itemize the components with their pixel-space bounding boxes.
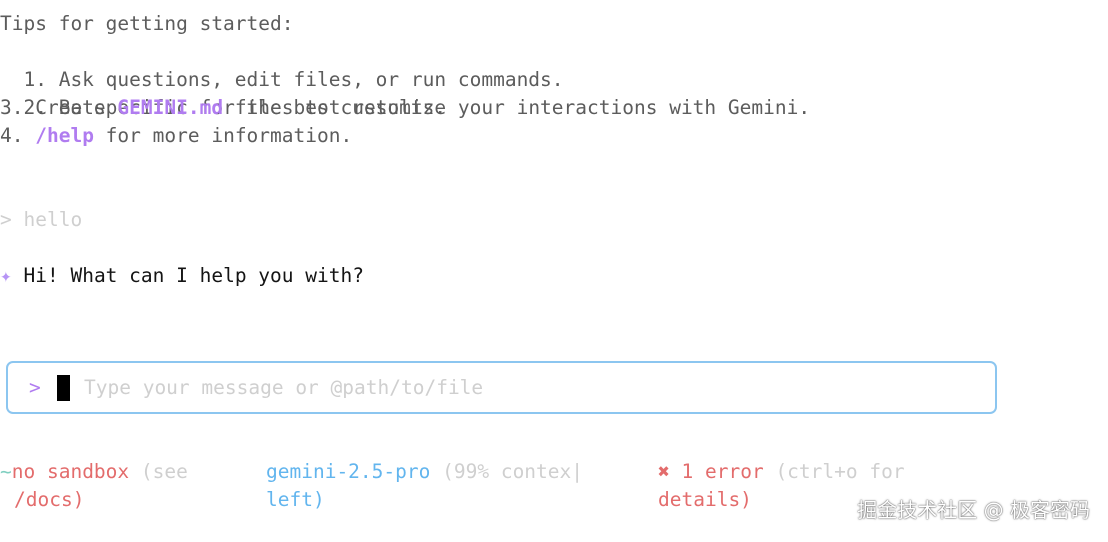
error-x-icon: ✖: [658, 460, 670, 483]
model-name: gemini-2.5-pro: [266, 460, 431, 483]
user-prompt-symbol: >: [0, 208, 12, 231]
sandbox-docs-hint: /docs): [14, 488, 85, 511]
context-remaining: (99% contex: [442, 460, 572, 483]
error-count: 1 error: [681, 460, 764, 483]
gemini-md-highlight: GEMINI.md: [117, 96, 224, 119]
tip-text: 4.: [0, 124, 36, 147]
user-message-text: hello: [23, 208, 83, 231]
home-tilde: ~: [0, 460, 12, 483]
tip-text: files to customize your interactions wit…: [223, 96, 811, 119]
input-prompt-symbol: >: [29, 376, 41, 399]
sandbox-hint: (see: [140, 460, 188, 483]
message-input-box[interactable]: >: [6, 361, 997, 414]
assistant-message-text: Hi! What can I help you with?: [23, 264, 364, 287]
error-status[interactable]: ✖ 1 error (ctrl+o for: [658, 458, 905, 486]
tips-heading: Tips for getting started:: [0, 12, 294, 35]
help-command-highlight: /help: [35, 124, 94, 147]
error-details-hint: details): [658, 488, 752, 511]
sandbox-status: ~no sandbox (see: [0, 458, 188, 486]
assistant-message-line: ✦ Hi! What can I help you with?: [0, 262, 364, 290]
tip-text: 2. Be specific for the best results.: [23, 96, 447, 119]
text-cursor: [57, 375, 70, 401]
model-status: gemini-2.5-pro (99% contex|: [266, 458, 583, 486]
sparkle-icon: ✦: [0, 264, 12, 287]
user-message-line: > hello: [0, 206, 82, 234]
divider: |: [571, 460, 584, 483]
tip-item-1: 1. Ask questions, edit files, or run com…: [0, 38, 563, 91]
watermark: 掘金技术社区 @ 极客密码: [857, 498, 1090, 522]
context-left-label: left): [266, 488, 325, 511]
sandbox-label: no sandbox: [11, 460, 130, 483]
error-hint: (ctrl+o for: [775, 460, 905, 483]
tip-item-4: 4. /help for more information.: [0, 122, 352, 150]
tip-text: 3. Create: [0, 96, 118, 119]
tip-text: for more information.: [93, 124, 353, 147]
message-input[interactable]: [84, 374, 964, 402]
tip-item-2: 2. Be specific for the best results.: [0, 66, 446, 119]
tip-text: 1. Ask questions, edit files, or run com…: [23, 68, 564, 91]
tip-item-3: 3. Create GEMINI.md files to customize y…: [0, 94, 810, 122]
